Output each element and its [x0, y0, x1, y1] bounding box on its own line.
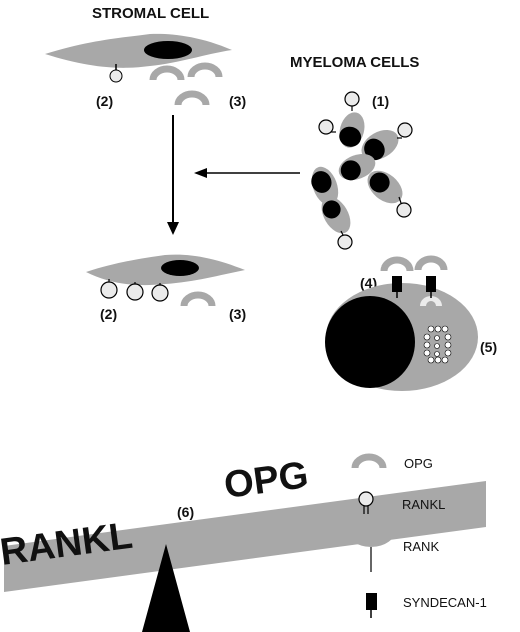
opg-balance-label: OPG	[222, 454, 311, 507]
marker-3-bottom: (3)	[229, 306, 246, 322]
rankl-on-stromal-bottom	[100, 279, 169, 302]
marker-2-bottom: (2)	[100, 306, 117, 322]
osteoclast-cell	[325, 283, 478, 391]
marker-1: (1)	[372, 93, 389, 109]
legend-opg-label: OPG	[404, 456, 433, 471]
marker-6: (6)	[177, 504, 194, 520]
arrow-left	[194, 168, 300, 178]
opg-free-top	[149, 62, 223, 106]
legend: OPG RANKL RANK SYNDECAN-1	[346, 453, 487, 618]
opg-free-bottom	[180, 291, 216, 307]
legend-rank-label: RANK	[403, 539, 439, 554]
seesaw	[4, 481, 486, 632]
marker-4: (4)	[360, 275, 377, 291]
rankl-on-stromal-top	[109, 64, 123, 83]
myeloma-cluster	[311, 91, 413, 250]
syndecan-with-opg	[380, 255, 448, 298]
legend-opg-symbol	[351, 453, 387, 469]
marker-3-top: (3)	[229, 93, 246, 109]
stromal-cell-top	[45, 33, 232, 68]
marker-5: (5)	[480, 339, 497, 355]
stromal-cell-bottom	[86, 254, 245, 286]
arrow-down	[167, 115, 179, 235]
myeloma-cells-heading: MYELOMA CELLS	[290, 54, 419, 71]
legend-rankl-label: RANKL	[402, 497, 445, 512]
stromal-cell-heading: STROMAL CELL	[92, 5, 209, 22]
legend-syndecan-symbol	[366, 593, 377, 618]
marker-2-top: (2)	[96, 93, 113, 109]
legend-syndecan-label: SYNDECAN-1	[403, 595, 487, 610]
legend-rankl-symbol	[358, 491, 374, 514]
legend-rank-symbol	[346, 529, 396, 572]
